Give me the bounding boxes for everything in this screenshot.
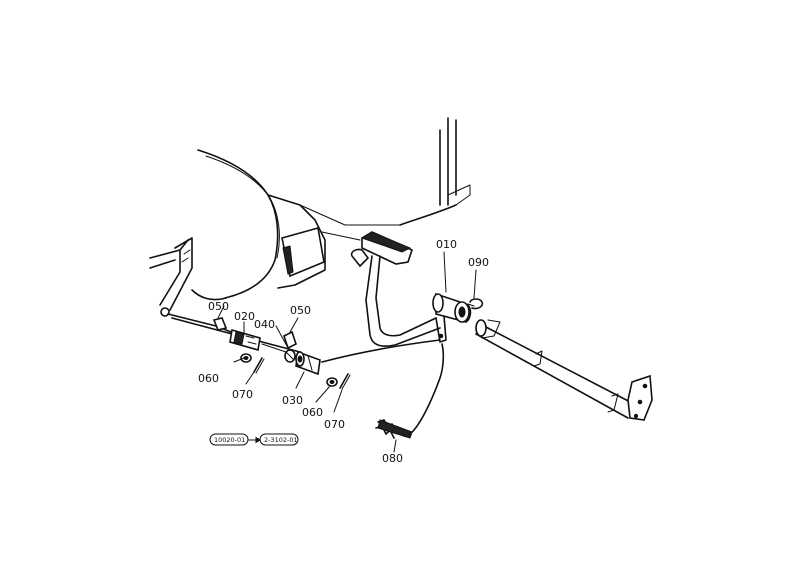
part-labels: 010 020 030 040 050 050 060 060 070 070 … xyxy=(198,238,489,465)
rod-assembly xyxy=(167,305,441,413)
label-050-left: 050 xyxy=(208,300,229,313)
label-070-right: 070 xyxy=(324,418,345,431)
washer-left xyxy=(240,353,252,363)
label-090: 090 xyxy=(468,256,489,269)
label-020: 020 xyxy=(234,310,255,323)
reference-from: 10020-01 xyxy=(214,436,245,444)
pedal-assembly xyxy=(350,231,472,347)
label-030: 030 xyxy=(282,394,303,407)
label-050-right: 050 xyxy=(290,304,311,317)
label-060-right: 060 xyxy=(302,406,323,419)
reference-to: 2-3102-01 xyxy=(264,436,298,444)
return-spring xyxy=(375,343,445,453)
label-060-left: 060 xyxy=(198,372,219,385)
tractor-body-outline xyxy=(149,117,471,317)
cross-shaft xyxy=(475,319,653,421)
label-080: 080 xyxy=(382,452,403,465)
snap-ring xyxy=(467,298,484,310)
label-040: 040 xyxy=(254,318,275,331)
cross-reference: 10020-01 2-3102-01 xyxy=(209,433,299,446)
label-010: 010 xyxy=(436,238,457,251)
washer-right xyxy=(326,377,338,387)
label-070-left: 070 xyxy=(232,388,253,401)
